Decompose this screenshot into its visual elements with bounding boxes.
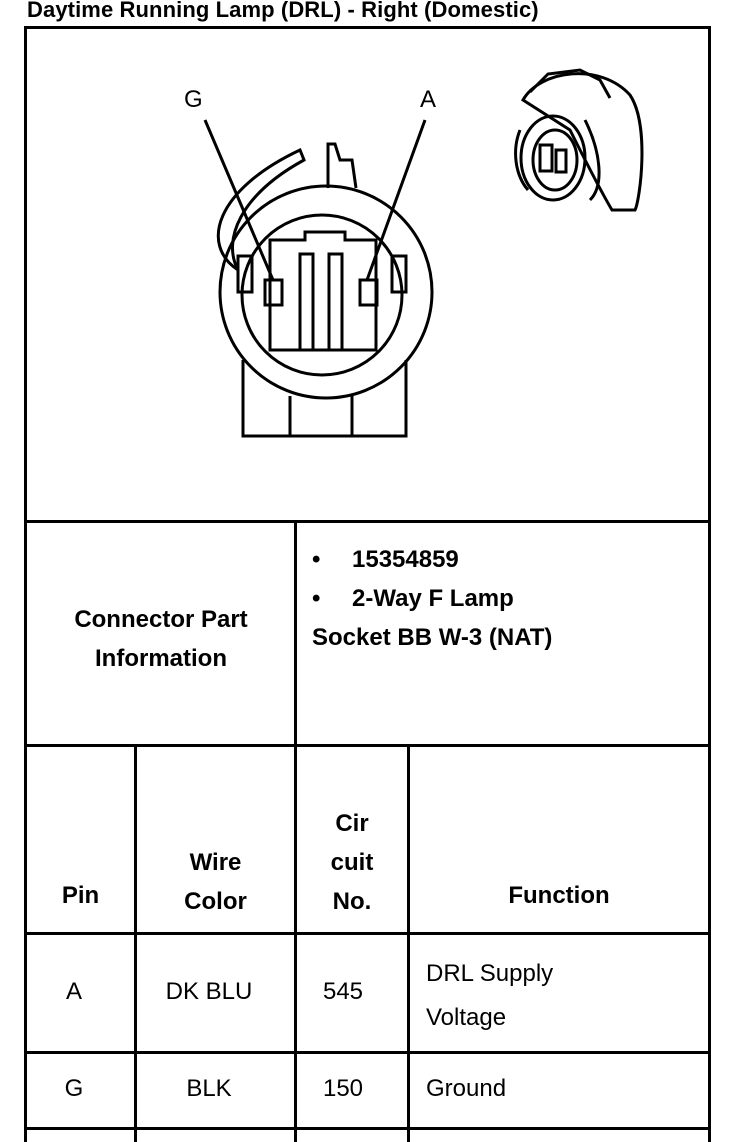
- row-a-wire-color: DK BLU: [165, 978, 253, 1005]
- divider-info-column: [294, 520, 297, 747]
- row-g-pin: G: [64, 1075, 84, 1102]
- header-pin: Pin: [61, 882, 100, 909]
- page-title: Daytime Running Lamp (DRL) - Right (Dome…: [27, 0, 539, 22]
- divider-col-pin: [134, 744, 137, 1142]
- description-continuation: Socket BB W-3 (NAT): [312, 624, 553, 651]
- frame-bottom-border: [24, 1127, 711, 1130]
- bullet-marker: •: [312, 585, 321, 612]
- divider-col-wire: [294, 744, 297, 1142]
- divider-info-bottom: [24, 744, 711, 747]
- pin-label-a: A: [420, 86, 437, 113]
- connector-info-values: •15354859 •2-Way F Lamp Socket BB W-3 (N…: [312, 540, 702, 657]
- connector-info-label-line2: Information: [95, 645, 227, 672]
- bullet-item-part-number: •15354859: [312, 540, 702, 579]
- row-a-circuit: 545: [322, 978, 364, 1005]
- row-g-function: Ground: [426, 1075, 507, 1102]
- divider-diagram-bottom: [24, 520, 711, 523]
- frame-right-border: [708, 26, 711, 1142]
- divider-col-circuit: [407, 744, 410, 1142]
- frame-left-border: [24, 26, 27, 1142]
- header-circuit-no: Cir cuit No.: [330, 810, 374, 915]
- frame-top-border: [24, 26, 711, 29]
- row-g-circuit: 150: [322, 1075, 364, 1102]
- row-a-function: DRL Supply Voltage: [426, 960, 554, 1031]
- pin-label-g: G: [184, 86, 203, 113]
- connector-face-diagram: [203, 68, 644, 438]
- bullet-marker: •: [312, 546, 321, 573]
- connector-info-label-line1: Connector Part: [74, 606, 248, 633]
- divider-row-a-bottom: [24, 1051, 711, 1054]
- connector-info-label: Connector Part Information: [27, 600, 295, 678]
- divider-header-bottom: [24, 932, 711, 935]
- header-wire-color: Wire Color: [184, 849, 247, 915]
- row-a-pin: A: [65, 978, 82, 1005]
- row-g-wire-color: BLK: [186, 1075, 232, 1102]
- header-function: Function: [508, 882, 610, 909]
- bullet-item-description: •2-Way F Lamp: [312, 579, 702, 618]
